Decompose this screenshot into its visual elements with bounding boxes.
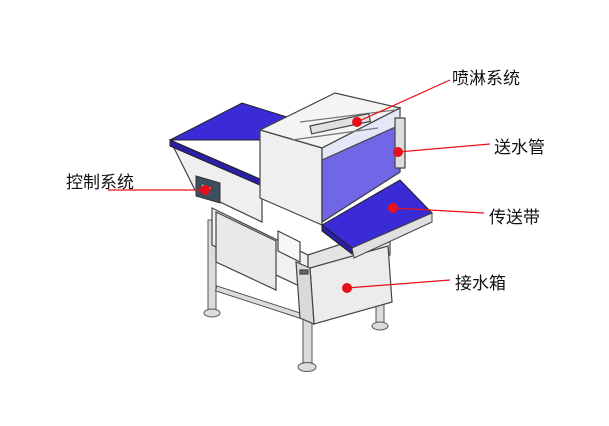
marker-tank: [342, 283, 352, 293]
label-spray-system: 喷淋系统: [452, 69, 520, 89]
marker-belt: [388, 203, 398, 213]
conveyor-belt-right-front: [321, 223, 353, 256]
label-water-tank: 接水箱: [455, 274, 506, 294]
markers: [200, 117, 403, 293]
marker-pipe: [393, 147, 403, 157]
label-water-pipe: 送水管: [494, 138, 545, 158]
spray-cabinet: [258, 92, 406, 226]
belt-frame-right: [351, 212, 433, 259]
marker-control: [200, 185, 210, 195]
label-control-system: 控制系统: [66, 173, 134, 193]
marker-spray: [352, 117, 362, 127]
label-conveyor-belt: 传送带: [489, 208, 540, 228]
leader-lines: [108, 79, 491, 289]
